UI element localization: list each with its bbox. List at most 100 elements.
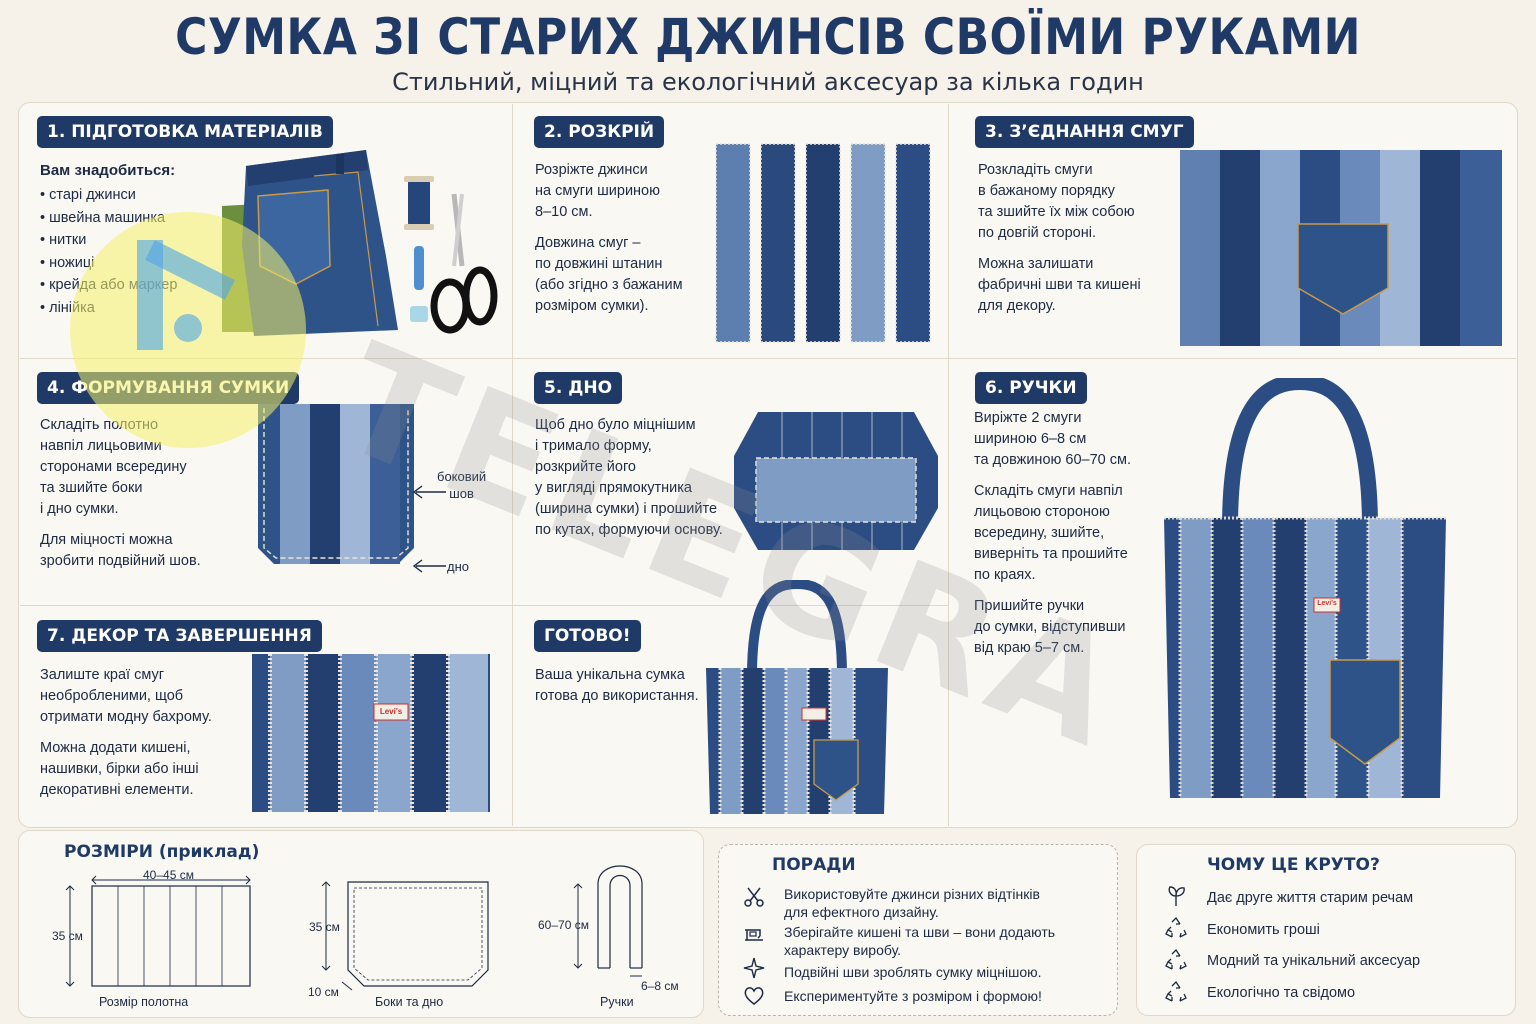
text-line: отримати модну бахрому. <box>40 709 212 725</box>
step-5-title: 5. ДНО <box>534 372 623 404</box>
text-line: шириною 6–8 см <box>974 431 1087 447</box>
text-line: Залиште краї смуг <box>40 667 165 683</box>
text-line: Експериментуйте з розміром і формою! <box>784 988 1042 1004</box>
text-line: фабричні шви та кишені <box>978 277 1141 293</box>
text-line: готова до використання. <box>535 688 699 704</box>
text-line: Довжина смуг – <box>535 235 641 251</box>
text-line: та зшийте боки <box>40 480 143 496</box>
bag-body-illustration <box>258 404 414 564</box>
text-line: від краю 5–7 см. <box>974 640 1085 656</box>
materials-heading: Вам знадобиться: <box>40 162 176 179</box>
text-line: боковий <box>437 469 487 484</box>
text-line: Виріжте 2 смуги <box>974 410 1082 426</box>
text-line: Складіть полотно <box>40 417 159 433</box>
sides-bottom-label: 10 см <box>308 985 339 999</box>
canvas-height-label: 35 см <box>52 929 83 943</box>
text-line: всередину, зшийте, <box>974 525 1105 541</box>
text-line: по краях. <box>974 567 1036 583</box>
page-subtitle: Стильний, міцний та екологічний аксесуар… <box>392 68 1144 96</box>
text-line: по кутах, формуючи основу. <box>535 522 723 538</box>
recycle-icon <box>1165 980 1187 1002</box>
why-title: ЧОМУ ЦЕ КРУТО? <box>1207 855 1380 875</box>
text-line: декоративні елементи. <box>40 782 194 798</box>
sparkle-icon <box>743 957 765 979</box>
text-line: розміром сумки). <box>535 298 649 314</box>
tip-item: Експериментуйте з розміром і формою! <box>784 987 1042 1005</box>
canvas-caption: Розмір полотна <box>99 995 189 1009</box>
text-line: по довжині штанин <box>535 256 663 272</box>
list-item: • лінійка <box>40 299 95 316</box>
text-line: Можна залишати <box>978 256 1094 272</box>
sizes-box <box>18 830 704 1018</box>
why-item: Модний та унікальний аксесуар <box>1207 953 1421 969</box>
text-line: Щоб дно було міцнішим <box>535 417 696 433</box>
tips-box <box>718 844 1118 1016</box>
heart-icon <box>744 987 764 1005</box>
step-1-title: 1. ПІДГОТОВКА МАТЕРІАЛІВ <box>37 116 333 148</box>
sewing-machine-icon <box>745 929 763 941</box>
brand-tag: Levi's <box>1317 600 1337 607</box>
divider <box>20 605 948 606</box>
list-item: • ножиці <box>40 254 95 271</box>
list-item: • старі джинси <box>40 187 136 203</box>
joined-strips-illustration <box>1180 150 1502 346</box>
text-line: Складіть смуги навпіл <box>974 483 1123 499</box>
text-line: і дно сумки. <box>40 501 119 517</box>
text-line: Для міцності можна <box>40 532 173 548</box>
page-title: СУМКА ЗІ СТАРИХ ДЖИНСІВ СВОЇМИ РУКАМИ <box>175 8 1361 66</box>
text-line: по довгій стороні. <box>978 225 1096 241</box>
step-6-text: Виріжте 2 смуги шириною 6–8 см та довжин… <box>974 408 1131 669</box>
step-4-text: Складіть полотно навпіл лицьовими сторон… <box>40 415 201 582</box>
text-line: Використовуйте джинси різних відтінків <box>784 886 1040 902</box>
text-line: у вигляді прямокутника <box>535 480 692 496</box>
text-line: та довжиною 60–70 см. <box>974 452 1132 468</box>
handle-width-label: 6–8 см <box>641 979 679 993</box>
materials-illustration <box>222 150 498 336</box>
list-item: • крейда або маркер <box>40 277 178 293</box>
canvas-width-label: 40–45 см <box>143 868 194 882</box>
text-line: Можна додати кишені, <box>40 740 191 756</box>
step-5-text: Щоб дно було міцнішим і тримало форму, р… <box>535 415 723 551</box>
text-line: Подвійні шви зроблять сумку міцнішою. <box>784 964 1042 980</box>
divider <box>512 104 513 826</box>
bottom-label: дно <box>447 559 469 574</box>
text-line: та зшийте їх між собою <box>978 204 1135 220</box>
text-line: Розкладіть смуги <box>978 162 1093 178</box>
list-item: • швейна машинка <box>40 209 166 226</box>
why-item: Економить гроші <box>1207 922 1320 938</box>
text-line: Розріжте джинси <box>535 162 648 178</box>
sizes-title: РОЗМІРИ (приклад) <box>64 842 260 862</box>
tip-item: Використовуйте джинси різних відтінків д… <box>784 885 1040 921</box>
finished-bag-small-illustration <box>706 580 888 814</box>
text-line: характеру виробу. <box>784 942 902 958</box>
step-3-text: Розкладіть смуги в бажаному порядку та з… <box>978 160 1141 327</box>
leaf-icon <box>1168 886 1185 906</box>
text-line: на смуги шириною <box>535 183 660 199</box>
sides-caption: Боки та дно <box>375 995 444 1009</box>
text-line: лицьовою стороною <box>974 504 1110 520</box>
step-2-title: 2. РОЗКРІЙ <box>534 116 665 148</box>
text-line: до сумки, відступивши <box>974 619 1126 635</box>
step-2-text: Розріжте джинси на смуги шириною 8–10 см… <box>535 160 683 327</box>
step-7-text: Залиште краї смуг необробленими, щоб отр… <box>40 665 212 811</box>
finished-bag-large-illustration <box>1164 378 1446 798</box>
text-line: навпіл лицьовими <box>40 438 162 454</box>
text-line: зробити подвійний шов. <box>40 553 201 569</box>
text-line: для ефектного дизайну. <box>784 904 939 920</box>
bag-bottom-illustration <box>734 412 938 550</box>
step-8-title: ГОТОВО! <box>534 620 641 652</box>
handle-caption: Ручки <box>600 995 634 1009</box>
text-line: (або згідно з бажаним <box>535 277 683 293</box>
text-line: розкрийте його <box>535 459 636 475</box>
recycle-icon <box>1165 948 1187 970</box>
divider <box>20 358 1516 359</box>
step-7-title: 7. ДЕКОР ТА ЗАВЕРШЕННЯ <box>37 620 322 652</box>
text-line: Зберігайте кишені та шви – вони додають <box>784 924 1056 940</box>
text-line: шов <box>449 486 474 501</box>
step-6-title: 6. РУЧКИ <box>975 372 1087 404</box>
sides-height-label: 35 см <box>309 920 340 934</box>
text-line: виверніть та прошийте <box>974 546 1128 562</box>
why-item: Дає друге життя старим речам <box>1207 890 1414 906</box>
list-item: • нитки <box>40 232 87 248</box>
why-box <box>1136 844 1516 1016</box>
